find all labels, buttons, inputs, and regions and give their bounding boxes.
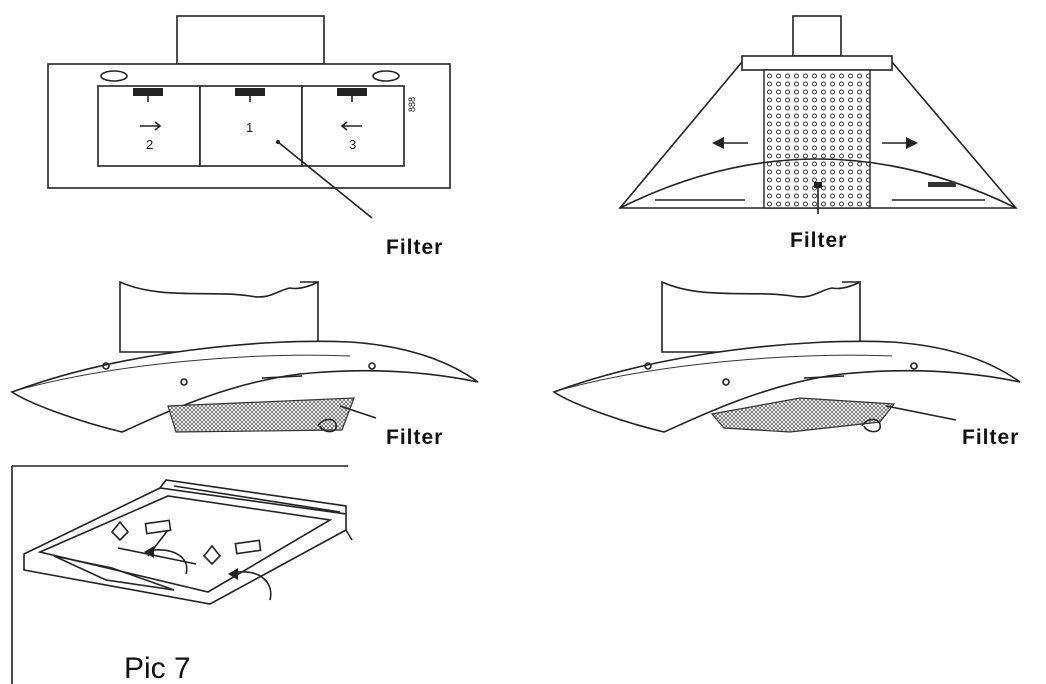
- pic7-caption: Pic 7: [124, 652, 191, 684]
- panel-number-2: 2: [146, 137, 153, 152]
- glass-hood-filter-removal-left: [10, 280, 479, 433]
- filter-label-3: Filter: [386, 426, 443, 449]
- pic7-underside-filter-diagram: [11, 465, 353, 684]
- control-panel-label: 888: [407, 97, 417, 112]
- glass-hood-filter-removal-right: [552, 280, 1021, 433]
- hood-front-view-three-filters: 2 1 3 888: [47, 15, 451, 219]
- panel-number-3: 3: [349, 137, 356, 152]
- filter-label-4: Filter: [962, 426, 1019, 449]
- filter-label-1: Filter: [386, 236, 443, 259]
- chimney-hood-front-view: [618, 15, 1018, 214]
- panel-number-1: 1: [246, 120, 253, 135]
- filter-label-2: Filter: [790, 229, 847, 252]
